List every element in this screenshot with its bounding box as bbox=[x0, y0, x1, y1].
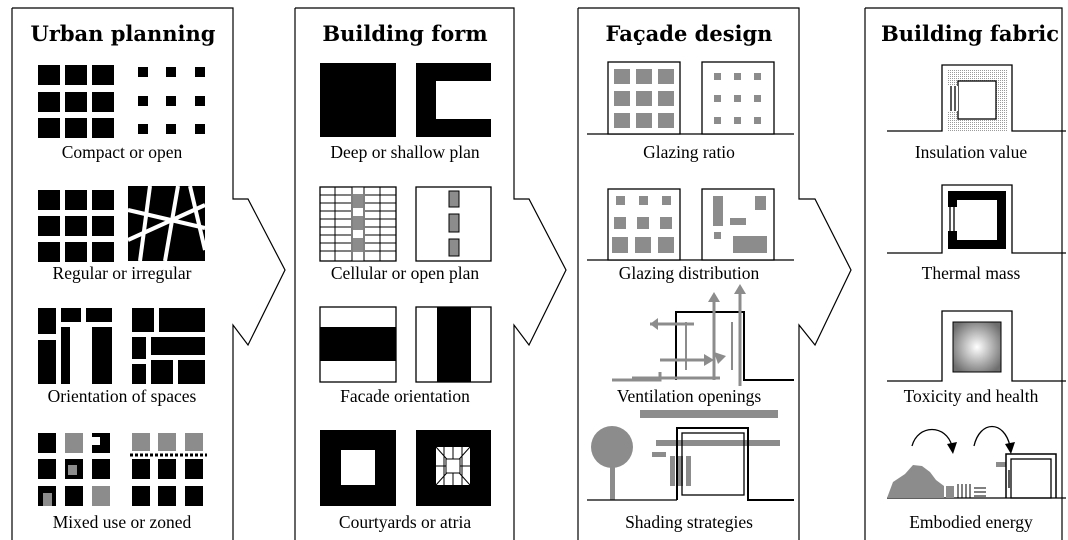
panel-urban-planning bbox=[11, 7, 286, 540]
caption-deep-or-shallow-plan: Deep or shallow plan bbox=[330, 142, 479, 162]
panel-facade-design bbox=[577, 7, 852, 540]
glazing-distribution-icon bbox=[587, 188, 794, 261]
thermal-mass-icon bbox=[887, 184, 1066, 254]
caption-facade-orientation: Facade orientation bbox=[340, 386, 470, 406]
glazing-ratio-icon bbox=[587, 61, 794, 135]
caption-glazing-distribution: Glazing distribution bbox=[619, 263, 760, 283]
caption-cellular-or-open-plan: Cellular or open plan bbox=[331, 263, 479, 283]
caption-shading-strategies: Shading strategies bbox=[625, 512, 753, 532]
courtyard-icon bbox=[320, 430, 396, 506]
shallow-plan-icon bbox=[416, 63, 491, 137]
open-plan-icon bbox=[415, 186, 492, 262]
caption-glazing-ratio: Glazing ratio bbox=[643, 142, 735, 162]
toxicity-health-icon bbox=[887, 310, 1066, 382]
atrium-icon bbox=[416, 430, 491, 506]
panel-building-form bbox=[294, 7, 567, 540]
facade-orientation-horizontal-icon bbox=[319, 306, 397, 383]
stage-title-building-form: Building form bbox=[322, 21, 487, 46]
caption-embodied-energy: Embodied energy bbox=[909, 512, 1033, 532]
caption-regular-or-irregular: Regular or irregular bbox=[53, 263, 192, 283]
caption-compact-or-open: Compact or open bbox=[62, 142, 183, 162]
insulation-value-icon bbox=[887, 64, 1066, 132]
stage-title-urban-planning: Urban planning bbox=[31, 21, 216, 46]
caption-toxicity-and-health: Toxicity and health bbox=[904, 386, 1039, 406]
caption-mixed-use-or-zoned: Mixed use or zoned bbox=[53, 512, 192, 532]
compact-blocks-icon bbox=[38, 65, 114, 138]
stage-title-building-fabric: Building fabric bbox=[881, 21, 1059, 46]
cellular-plan-icon bbox=[319, 186, 397, 262]
orientation-spaces-a-icon bbox=[38, 308, 112, 384]
irregular-grid-icon bbox=[127, 185, 207, 262]
caption-insulation-value: Insulation value bbox=[915, 142, 1027, 162]
caption-orientation-of-spaces: Orientation of spaces bbox=[48, 386, 197, 406]
facade-orientation-vertical-icon bbox=[415, 306, 492, 383]
shading-strategies-icon bbox=[587, 426, 794, 501]
zoned-use-icon bbox=[130, 433, 207, 506]
caption-ventilation-openings: Ventilation openings bbox=[617, 386, 762, 406]
caption-courtyards-or-atria: Courtyards or atria bbox=[339, 512, 471, 532]
caption-thermal-mass: Thermal mass bbox=[922, 263, 1021, 283]
ventilation-openings-icon bbox=[612, 284, 794, 418]
embodied-energy-icon bbox=[887, 426, 1066, 499]
mixed-use-icon bbox=[38, 433, 110, 506]
panel-building-fabric bbox=[864, 7, 1063, 540]
open-blocks-icon bbox=[138, 67, 205, 134]
orientation-spaces-b-icon bbox=[132, 308, 205, 384]
regular-grid-icon bbox=[38, 190, 114, 262]
stage-title-facade-design: Façade design bbox=[606, 21, 773, 46]
deep-plan-icon bbox=[320, 63, 396, 137]
